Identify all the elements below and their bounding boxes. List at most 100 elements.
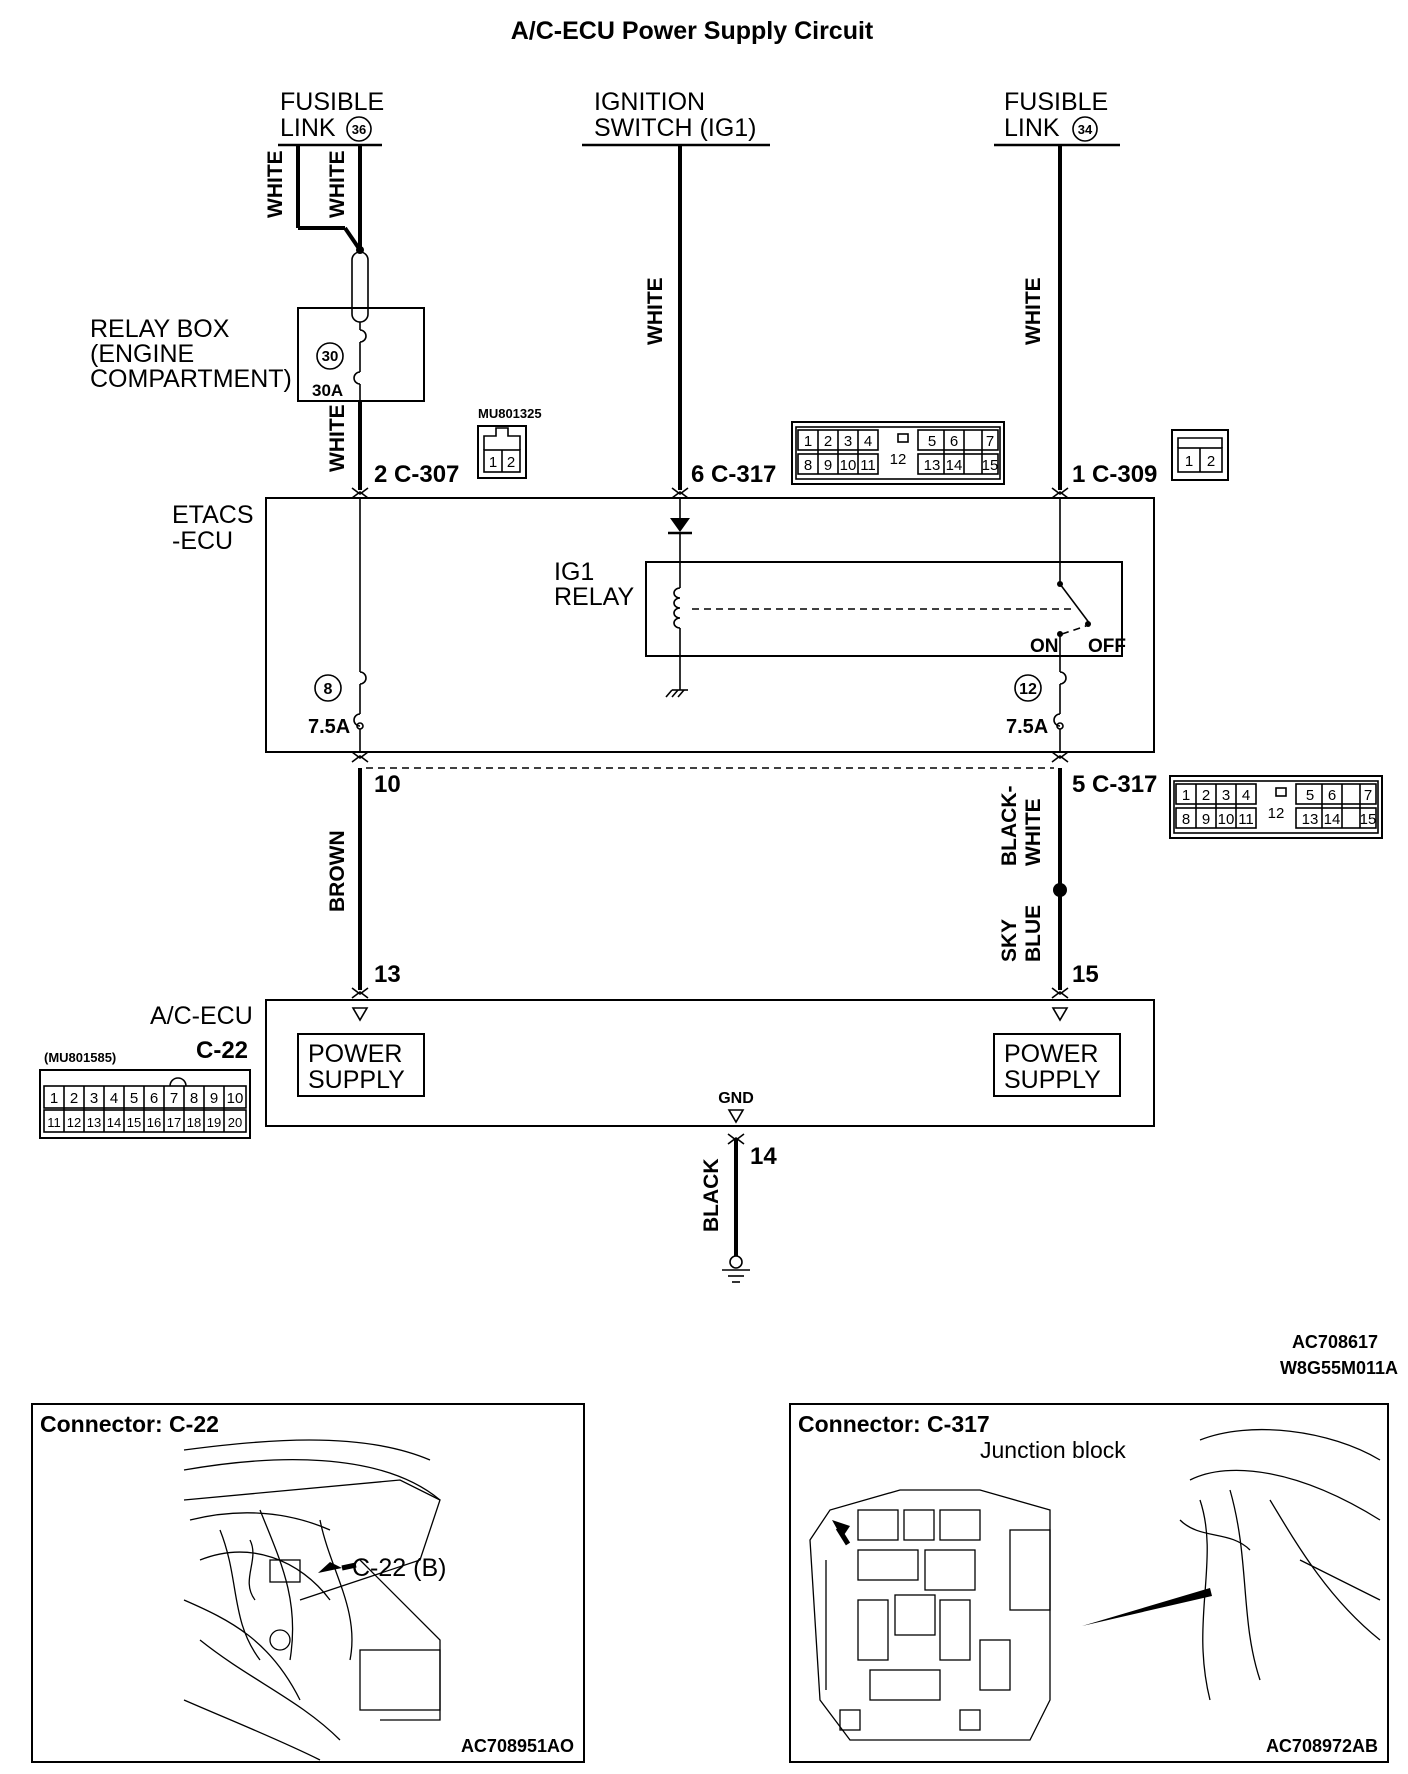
panel-left-code: AC708951AO: [461, 1736, 574, 1756]
connector-c317-bottom-pin: 5 C-317: [1072, 771, 1157, 798]
power-supply-left-line1: POWER: [308, 1040, 402, 1068]
c22-cell: 1: [50, 1090, 58, 1107]
c307-cell-1: 1: [489, 454, 497, 471]
wire-color-brown: BROWN: [326, 830, 349, 912]
source-center-line2: SWITCH (IG1): [594, 114, 757, 142]
diode-icon: [670, 518, 690, 532]
panel-left-callout: C-22 (B): [352, 1554, 446, 1582]
fusible-link-number: 34: [1078, 122, 1093, 137]
c22-cell: 4: [110, 1090, 118, 1107]
panel-right-callout: Junction block: [980, 1437, 1126, 1463]
c309-cell-2: 2: [1207, 453, 1215, 470]
c22-cell: 11: [47, 1115, 61, 1130]
c22-cell: 18: [187, 1115, 201, 1130]
c307-cell-2: 2: [507, 454, 515, 471]
c317-cell: 3: [1222, 787, 1230, 804]
fusible-link-number: 36: [352, 122, 366, 137]
c317-cell: 2: [1202, 787, 1210, 804]
etacs-fuse-left-rating: 7.5A: [308, 716, 350, 738]
relay-box-fuse-rating: 30A: [312, 381, 343, 400]
ig1-relay-box: [645, 561, 1123, 657]
arrow-icon: [318, 1562, 342, 1573]
connector-c317-top-icon: 1 2 3 4 5 6 7 8 9 10 11 12 13 14 15: [791, 421, 1005, 485]
wire-color-left-b: WHITE: [326, 150, 349, 218]
relay-box-label2: (ENGINE: [90, 340, 194, 368]
junction-block-illustration: [809, 1428, 1381, 1741]
relay-box-label1: RELAY BOX: [90, 315, 230, 343]
relay-coil-icon: [670, 587, 686, 629]
c317-cell: 10: [840, 457, 857, 474]
c22-cell: 10: [227, 1090, 244, 1107]
c22-cell: 19: [207, 1115, 221, 1130]
power-supply-left-line2: SUPPLY: [308, 1066, 405, 1094]
etacs-fuse-right-number: 12: [1019, 681, 1037, 698]
left-branch: 30 30A RELAY BOX (ENGINE COMPARTMENT): [90, 145, 425, 490]
c317-cell: 9: [824, 457, 832, 474]
c317-cell: 7: [1364, 787, 1372, 804]
etacs-label2: -ECU: [172, 527, 233, 555]
c22-cell: 17: [167, 1115, 181, 1130]
figure-code-2: W8G55M011A: [1280, 1358, 1398, 1378]
c317-cell: 13: [1302, 811, 1319, 828]
ac-ecu-pin-gnd: 14: [750, 1143, 777, 1170]
source-right-line2: LINK: [1004, 114, 1060, 142]
c317-cell: 8: [1182, 811, 1190, 828]
etacs-fuse-right-rating: 7.5A: [1006, 716, 1048, 738]
relay-label1: IG1: [554, 558, 594, 586]
gnd-label: GND: [718, 1090, 754, 1107]
ac-ecu-pin-right: 15: [1072, 961, 1099, 988]
splice-icon: [1053, 883, 1067, 897]
connector-c307-icon: MU801325 1 2: [477, 406, 542, 479]
c22-cell: 9: [210, 1090, 218, 1107]
ground-icon: [722, 1255, 750, 1283]
power-supply-right: [993, 1033, 1121, 1097]
connector-c317-top-pin: 6 C-317: [691, 461, 776, 488]
panel-connector-c22: Connector: C-22 C-22 (B) AC708951AO: [31, 1403, 585, 1763]
ac-ecu-pin-left: 13: [374, 961, 401, 988]
c22-cell: 2: [70, 1090, 78, 1107]
source-right-line1: FUSIBLE: [1004, 88, 1108, 116]
etacs-fuse-left-number: 8: [324, 681, 333, 698]
c317-cell: 9: [1202, 811, 1210, 828]
c22-cell: 12: [67, 1115, 81, 1130]
c317-cell: 5: [928, 433, 936, 450]
power-supply-right-line2: SUPPLY: [1004, 1066, 1101, 1094]
relay-box-fuse-number: 30: [322, 348, 339, 365]
wire-color-sky-blue-2: BLUE: [1022, 905, 1045, 962]
connector-c309-icon: 1 2: [1171, 429, 1229, 481]
relay-switch-icon: [1059, 583, 1091, 625]
c317-cell: 4: [1242, 787, 1250, 804]
source-left-line2: LINK: [280, 114, 336, 142]
source-fusible-link-34: FUSIBLE LINK 34: [994, 88, 1120, 147]
power-supply-right-line1: POWER: [1004, 1040, 1098, 1068]
source-fusible-link-36: FUSIBLE LINK 36: [278, 88, 384, 147]
c317-cell: 12: [890, 451, 907, 468]
c22-cell: 6: [150, 1090, 158, 1107]
panel-left-title: Connector: C-22: [40, 1411, 219, 1437]
c309-cell-1: 1: [1185, 453, 1193, 470]
power-supply-left: [297, 1033, 425, 1097]
wire-color-left-c: WHITE: [326, 404, 349, 472]
c22-cell: 3: [90, 1090, 98, 1107]
relay-box-label3: COMPARTMENT): [90, 365, 292, 393]
c22-cell: 15: [127, 1115, 141, 1130]
relay-off-label: OFF: [1088, 636, 1126, 657]
connector-c307-pin: 2 C-307: [374, 461, 459, 488]
c317-cell: 3: [844, 433, 852, 450]
wire-color-center: WHITE: [644, 277, 667, 345]
wire-color-left-a: WHITE: [264, 150, 287, 218]
wire-color-sky-blue-1: SKY: [998, 919, 1021, 962]
wire-color-black-white-1: BLACK-: [998, 786, 1021, 866]
etacs-label1: ETACS: [172, 501, 254, 529]
figure-code-1: AC708617: [1292, 1332, 1378, 1352]
c317-cell: 5: [1306, 787, 1314, 804]
c22-cell: 16: [147, 1115, 161, 1130]
c22-cell: 13: [87, 1115, 101, 1130]
wire-color-black-white-2: WHITE: [1022, 798, 1045, 866]
c317-cell: 13: [924, 457, 941, 474]
c317-cell: 15: [982, 457, 999, 474]
dashboard-illustration: [183, 1439, 441, 1761]
pointer-wedge-icon: [1082, 1588, 1212, 1626]
ac-ecu-box: [265, 999, 1155, 1127]
